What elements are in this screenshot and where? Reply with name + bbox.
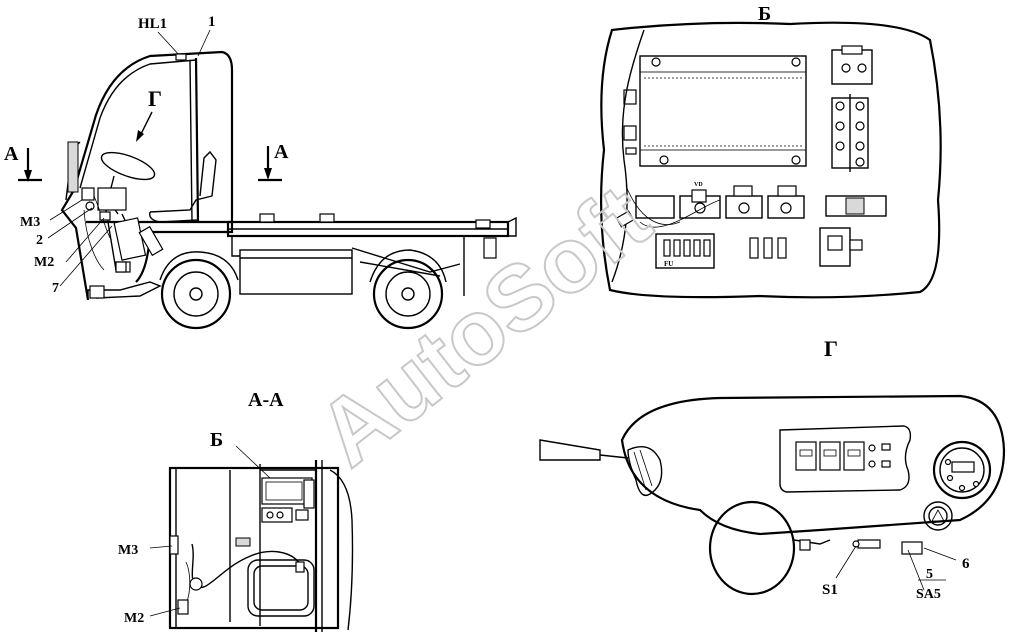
label-aa-view: А-А (248, 389, 284, 411)
watermark-text: AutoSoft (300, 166, 669, 485)
label-m3-aa: М3 (118, 543, 138, 558)
panel-b-detail (600, 21, 942, 299)
label-b-aa: Б (210, 429, 223, 451)
label-g-view: Г (824, 336, 838, 361)
label-a-right: А (274, 141, 289, 163)
view-g-dashboard (539, 394, 1006, 596)
label-a-left: А (4, 143, 19, 165)
label-7: 7 (52, 281, 59, 296)
label-vd: VD (694, 182, 703, 188)
label-m2-aa: М2 (124, 611, 144, 626)
label-m2-top: М2 (34, 255, 54, 270)
label-6: 6 (962, 556, 970, 572)
label-1: 1 (208, 14, 216, 30)
label-m3-top: М3 (20, 215, 40, 230)
section-a-a-view (149, 445, 354, 632)
label-2: 2 (36, 233, 43, 248)
label-5: 5 (926, 567, 933, 582)
label-b-panel: Б (758, 3, 771, 25)
vehicle-side-view (18, 29, 517, 330)
label-s1: S1 (822, 582, 838, 598)
label-sa5: SA5 (916, 587, 941, 602)
label-fu: FU (664, 260, 673, 268)
label-hl1: HL1 (138, 16, 167, 32)
label-g-top: Г (148, 86, 162, 111)
